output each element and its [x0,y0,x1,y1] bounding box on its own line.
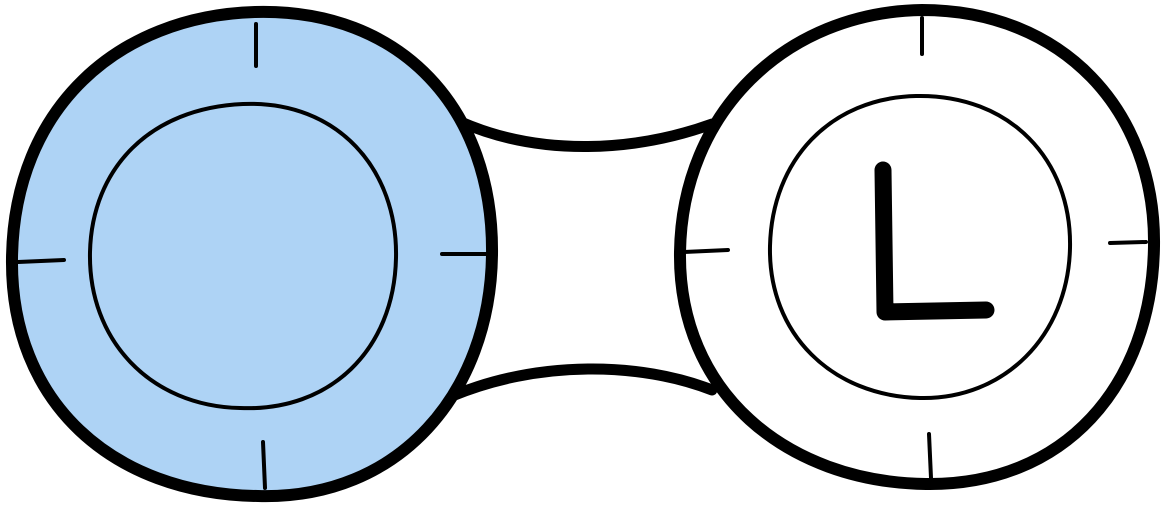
right-cup-inner-well [767,93,1073,401]
bridge-bottom-edge [446,363,718,402]
right-cup-tick-left [682,248,730,254]
right-cup-tick-bottom [927,432,933,480]
left-cup-inner-well [87,101,399,411]
left-lens-cup [5,5,499,503]
left-eye-marker-glyph [874,161,995,321]
left-cup-tick-bottom [261,440,267,490]
right-cup-tick-right [1108,240,1148,245]
case-bridge [452,118,712,396]
left-cup-tick-left [16,258,66,264]
bridge-top-edge [446,112,718,152]
right-lens-cup: L [673,3,1161,491]
